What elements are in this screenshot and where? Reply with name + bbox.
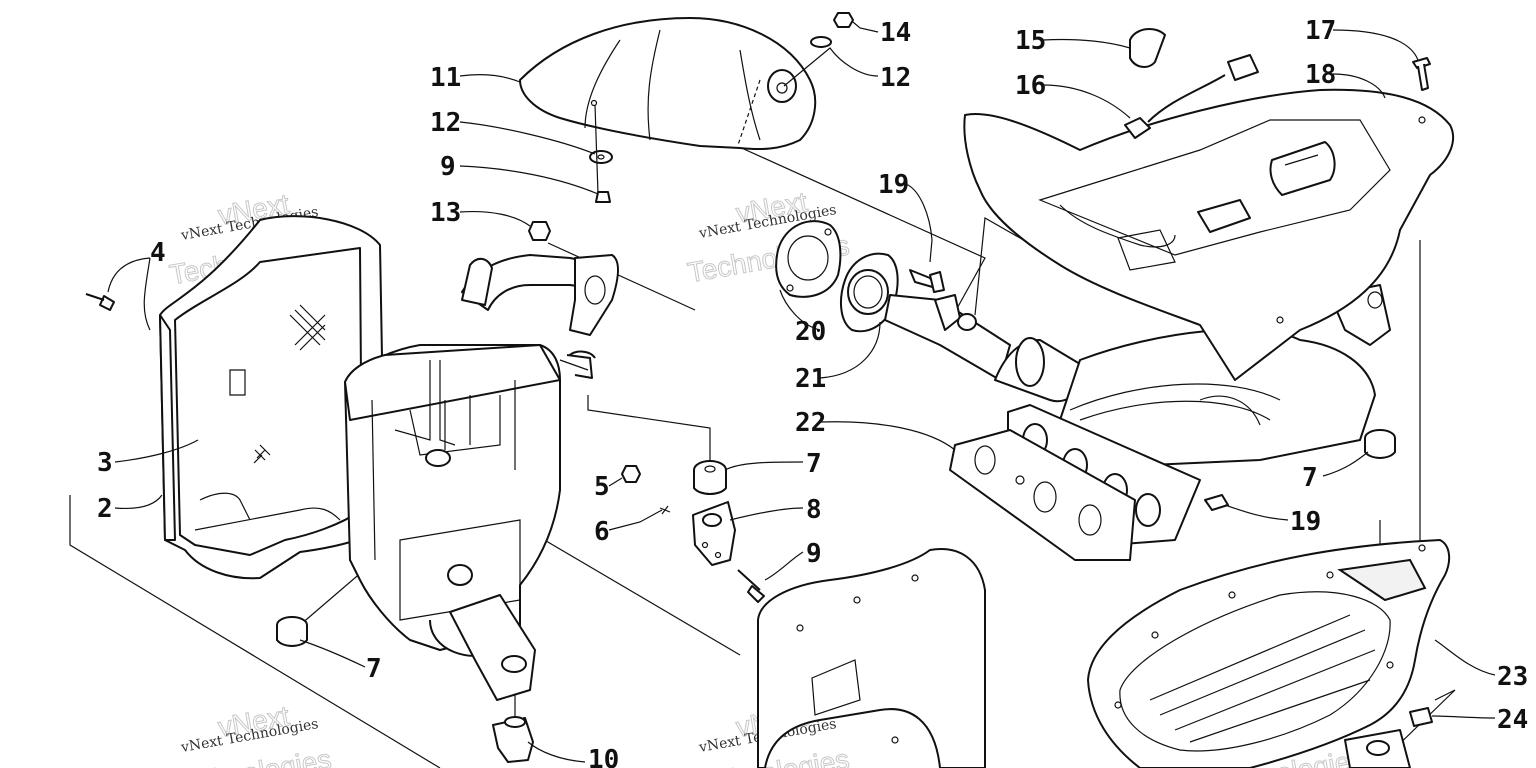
heat-shield-upper-18 bbox=[963, 88, 1455, 381]
nut-14 bbox=[833, 12, 854, 28]
callout-leaders bbox=[107, 21, 1496, 763]
callout-20: 20 bbox=[795, 317, 826, 347]
callout-6: 6 bbox=[594, 517, 610, 547]
callout-7-center: 7 bbox=[806, 449, 822, 479]
callout-16: 16 bbox=[1015, 71, 1046, 101]
watermark-bottom-left: vNext vNext Technologies Technologies bbox=[167, 700, 334, 768]
guide-line-nut-13 bbox=[547, 242, 696, 311]
callout-7-right: 7 bbox=[1302, 463, 1318, 493]
oxygen-sensor-16 bbox=[1124, 54, 1259, 139]
guide-line-clip bbox=[1384, 689, 1456, 759]
callout-9-lower: 9 bbox=[806, 539, 822, 569]
grommet-7-center bbox=[693, 460, 727, 495]
heat-shield-upper bbox=[519, 17, 817, 150]
callout-19-top: 19 bbox=[878, 170, 909, 200]
clip-24 bbox=[1409, 707, 1433, 727]
callout-5: 5 bbox=[594, 472, 610, 502]
bolt-17 bbox=[1412, 57, 1431, 91]
callout-18: 18 bbox=[1305, 60, 1336, 90]
exhaust-header bbox=[884, 284, 1391, 546]
callout-4: 4 bbox=[150, 238, 166, 268]
callout-24: 24 bbox=[1497, 705, 1528, 735]
callout-3: 3 bbox=[97, 448, 113, 478]
callout-19-lower: 19 bbox=[1290, 507, 1321, 537]
grommet-7-left bbox=[276, 616, 308, 647]
flange-21 bbox=[839, 252, 899, 333]
callout-7-left: 7 bbox=[366, 654, 382, 684]
skid-bracket bbox=[1344, 729, 1411, 768]
washer-12-top bbox=[810, 36, 832, 48]
callout-23: 23 bbox=[1497, 662, 1528, 692]
grommet-7-right bbox=[1364, 429, 1396, 459]
callout-13: 13 bbox=[430, 198, 461, 228]
clamp-15 bbox=[1129, 28, 1166, 68]
washer-12-left bbox=[589, 150, 613, 164]
nut-5 bbox=[621, 465, 641, 483]
callout-8: 8 bbox=[806, 495, 822, 525]
muffler bbox=[344, 254, 619, 657]
callout-17: 17 bbox=[1305, 16, 1336, 46]
guide-line-grommet bbox=[587, 395, 711, 460]
bolt-19-top bbox=[909, 269, 945, 293]
callout-22: 22 bbox=[795, 408, 826, 438]
callout-15: 15 bbox=[1015, 26, 1046, 56]
bolt-19-lower bbox=[1204, 494, 1229, 511]
frame-line-left bbox=[69, 495, 441, 768]
bracket-10 bbox=[492, 716, 534, 763]
callout-9-top: 9 bbox=[440, 152, 456, 182]
grommet-9-top bbox=[595, 191, 611, 203]
gasket-20 bbox=[775, 220, 842, 298]
callout-2: 2 bbox=[97, 494, 113, 524]
callout-11: 11 bbox=[430, 63, 461, 93]
callout-12-left: 12 bbox=[430, 108, 461, 138]
washer-6 bbox=[659, 505, 671, 515]
callout-12-top: 12 bbox=[880, 63, 911, 93]
callout-10: 10 bbox=[588, 745, 619, 768]
heat-shield-lower bbox=[757, 548, 986, 768]
nut-13 bbox=[528, 221, 551, 241]
callout-21: 21 bbox=[795, 364, 826, 394]
skid-plate-23 bbox=[1087, 539, 1451, 768]
gasket-22 bbox=[949, 429, 1136, 561]
bolt-4 bbox=[85, 293, 115, 311]
muffler-bracket bbox=[449, 594, 536, 701]
callout-14: 14 bbox=[880, 18, 911, 48]
bracket-8 bbox=[692, 501, 736, 566]
callout-labels: 14 12 11 12 9 13 4 3 2 15 16 17 18 19 20… bbox=[97, 16, 1528, 768]
bolt-9-lower bbox=[737, 569, 765, 603]
